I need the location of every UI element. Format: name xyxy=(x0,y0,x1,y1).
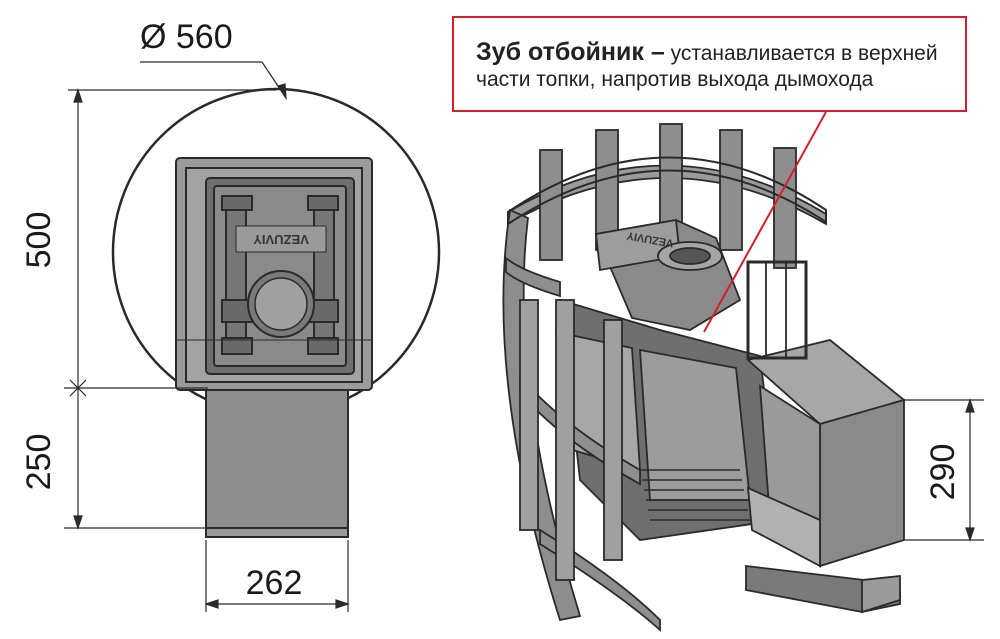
peephole xyxy=(254,277,308,331)
callout-box: Зуб отбойник – устанавливается в верхней… xyxy=(452,16,967,112)
mesh-bar xyxy=(519,299,539,531)
mesh-bar xyxy=(603,319,623,561)
door-lug xyxy=(313,199,335,351)
height-lower-label: 250 xyxy=(20,434,58,491)
stove-base-foot xyxy=(205,527,349,538)
stove-base xyxy=(205,389,349,529)
firebox-inner-wall xyxy=(639,348,752,501)
diameter-label: Ø 560 xyxy=(140,18,233,56)
door-lug xyxy=(307,337,339,355)
ash-tray-lip xyxy=(861,575,901,614)
front-dimension-lines xyxy=(64,61,350,612)
width-base-label: 262 xyxy=(246,564,303,602)
callout-line-2: части топки, напротив выхода дымохода xyxy=(476,68,874,91)
callout-title: Зуб отбойник – xyxy=(476,38,665,66)
side-frame xyxy=(746,260,808,360)
height-upper-label: 500 xyxy=(20,212,58,269)
mesh-bar xyxy=(539,149,563,261)
callout-line-1: Зуб отбойник – устанавливается в верхней xyxy=(476,38,938,67)
mesh-bar xyxy=(773,147,797,269)
callout-leader xyxy=(703,111,827,333)
isometric-view xyxy=(502,123,906,633)
chimney-outlet-inner xyxy=(669,247,711,265)
door-lug xyxy=(221,337,253,355)
front-view xyxy=(111,87,441,538)
door-brand-plate xyxy=(235,225,327,253)
grate xyxy=(640,469,750,521)
side-dimension-lines xyxy=(904,398,984,542)
height-side-label: 290 xyxy=(924,444,962,501)
door-brand-label: VEZUVIY xyxy=(253,232,309,247)
tunnel-door xyxy=(746,486,821,568)
mesh-bar xyxy=(719,129,743,251)
door-lug xyxy=(307,195,339,211)
mesh-top-ring xyxy=(507,156,827,226)
tunnel-side xyxy=(819,398,905,568)
callout-line1-text: устанавливается в верхней xyxy=(664,42,938,65)
mesh-bar xyxy=(555,299,575,581)
mesh-band-lower xyxy=(505,256,561,298)
door-lug xyxy=(221,195,253,211)
door-lug xyxy=(225,199,247,351)
